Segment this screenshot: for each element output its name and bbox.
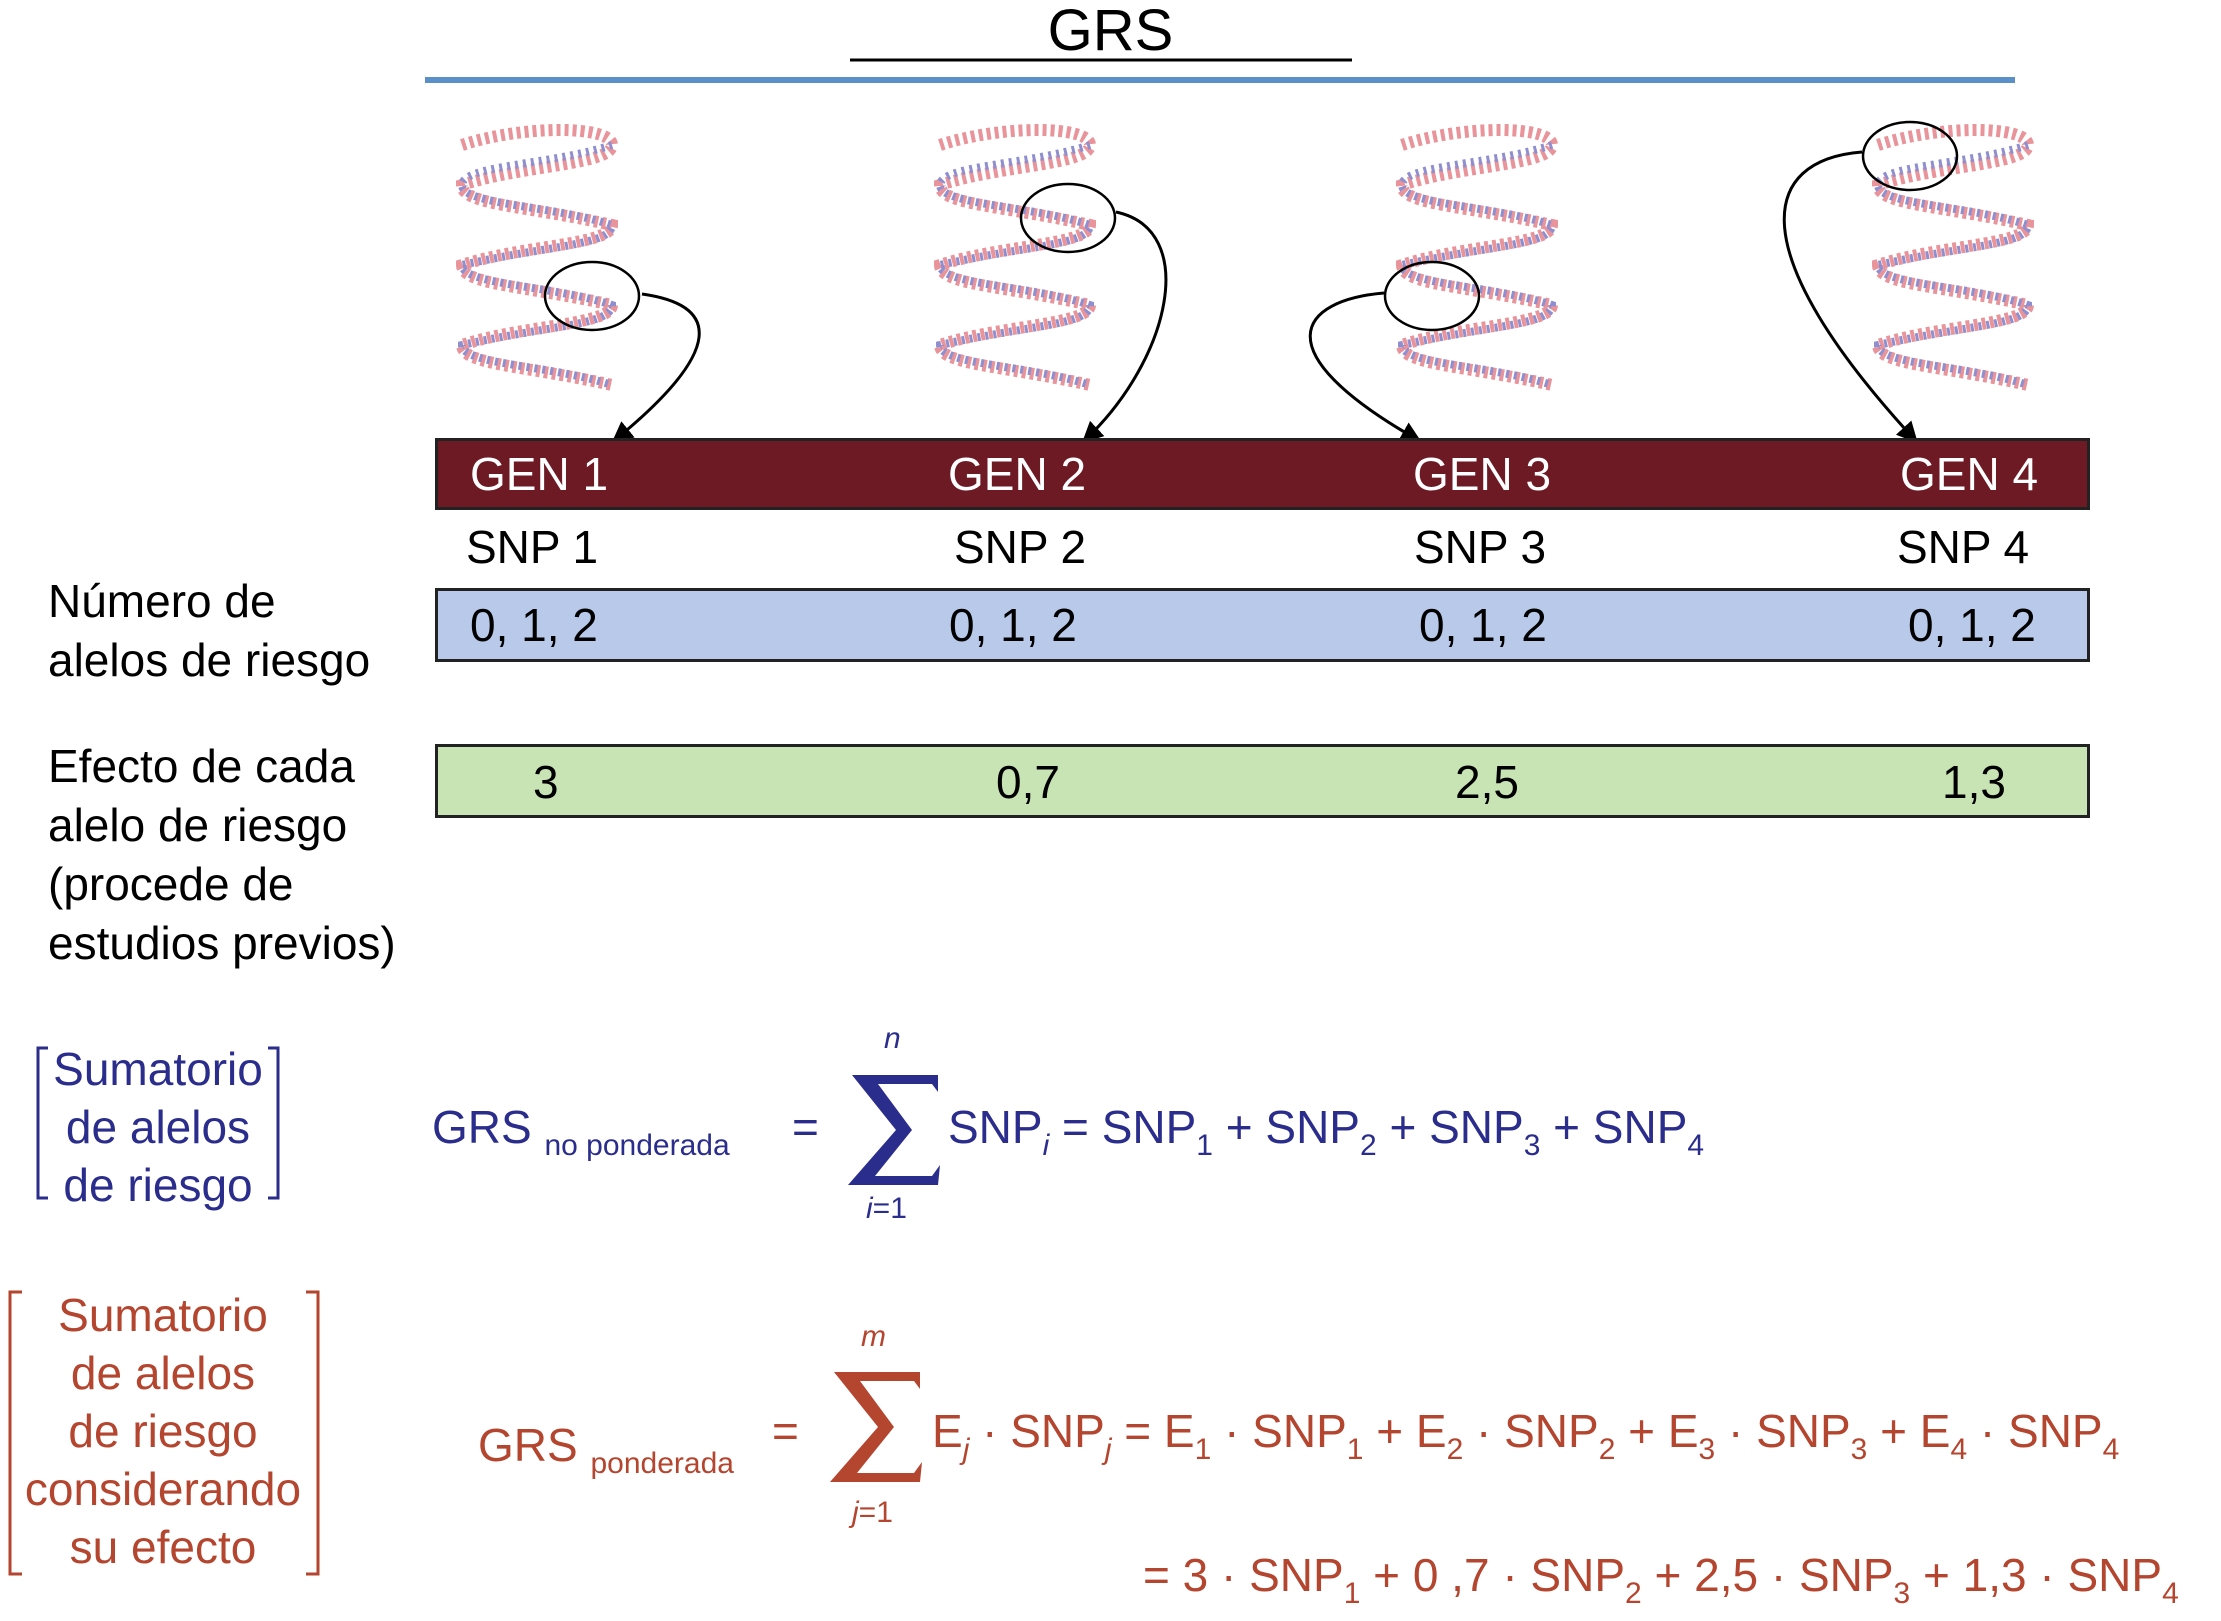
sigma-icon (830, 1372, 922, 1482)
snp-circle-3 (1383, 260, 1481, 332)
snp-label: SNP 4 (1897, 521, 2030, 573)
sum-lower-limit: i=1 (866, 1192, 907, 1225)
gene-label: GEN 4 (1900, 448, 2039, 500)
effect-value: 1,3 (1942, 756, 2006, 808)
effect-label: Efecto de cada alelo de riesgo (procede … (48, 740, 396, 969)
unweighted-formula: SNPi = SNP1 + SNP2 + SNP3 + SNP4 (948, 1101, 1705, 1162)
sum-upper-limit: n (884, 1022, 901, 1055)
arrow-2 (1081, 210, 1168, 443)
arrow-3 (1308, 291, 1422, 443)
allele-count-value: 0, 1, 2 (949, 599, 1077, 651)
dna-helix-icon (455, 124, 619, 391)
sigma-icon (848, 1075, 940, 1185)
effect-value: 2,5 (1455, 756, 1519, 808)
effect-value: 0,7 (996, 756, 1060, 808)
dna-helix-icon (1395, 124, 1559, 391)
bracket-right (268, 1046, 280, 1200)
arrow-1 (611, 292, 701, 443)
weighted-description: Sumatorio de alelos de riesgo consideran… (24, 1289, 302, 1573)
weighted-formula-line-2: = 3 · SNP1 + 0 ,7 · SNP2 + 2,5 · SNP3 + … (1143, 1549, 2179, 1610)
snp-circle-2 (1019, 182, 1117, 254)
allele-count-bar (435, 588, 2090, 662)
sum-upper-limit: m (861, 1320, 886, 1353)
snp-label: SNP 1 (466, 521, 599, 573)
allele-count-value: 0, 1, 2 (1908, 599, 2036, 651)
effect-value: 3 (533, 756, 559, 808)
gene-bar (435, 438, 2090, 510)
weighted-formula-line-1: Ej · SNPj = E1 · SNP1 + E2 · SNP2 + E3 ·… (932, 1405, 2120, 1466)
snp-circle-4 (1861, 120, 1959, 192)
effect-bar (435, 744, 2090, 818)
snp-circle-1 (543, 260, 641, 332)
grs-unweighted-label: GRS no ponderada (432, 1101, 730, 1162)
bracket-right (306, 1290, 320, 1576)
unweighted-description: Sumatorio de alelos de riesgo (53, 1043, 263, 1211)
equals-sign: = (792, 1101, 819, 1153)
gene-label: GEN 2 (948, 448, 1087, 500)
allele-count-value: 0, 1, 2 (470, 599, 598, 651)
sum-lower-limit: j=1 (852, 1496, 893, 1529)
allele-count-value: 0, 1, 2 (1419, 599, 1547, 651)
bracket-left (36, 1046, 48, 1200)
grs-weighted-label: GRS ponderada (478, 1419, 734, 1480)
equals-sign: = (772, 1405, 799, 1457)
arrow-4 (1782, 150, 1918, 444)
bracket-left (8, 1290, 22, 1576)
allele-count-label: Número de alelos de riesgo (48, 575, 371, 686)
gene-label: GEN 1 (470, 448, 609, 500)
title: GRS (1047, 0, 1174, 63)
snp-label: SNP 3 (1414, 521, 1547, 573)
dna-helix-icon (933, 124, 1097, 391)
snp-label: SNP 2 (954, 521, 1087, 573)
gene-label: GEN 3 (1413, 448, 1552, 500)
dna-helix-icon (1871, 124, 2035, 391)
